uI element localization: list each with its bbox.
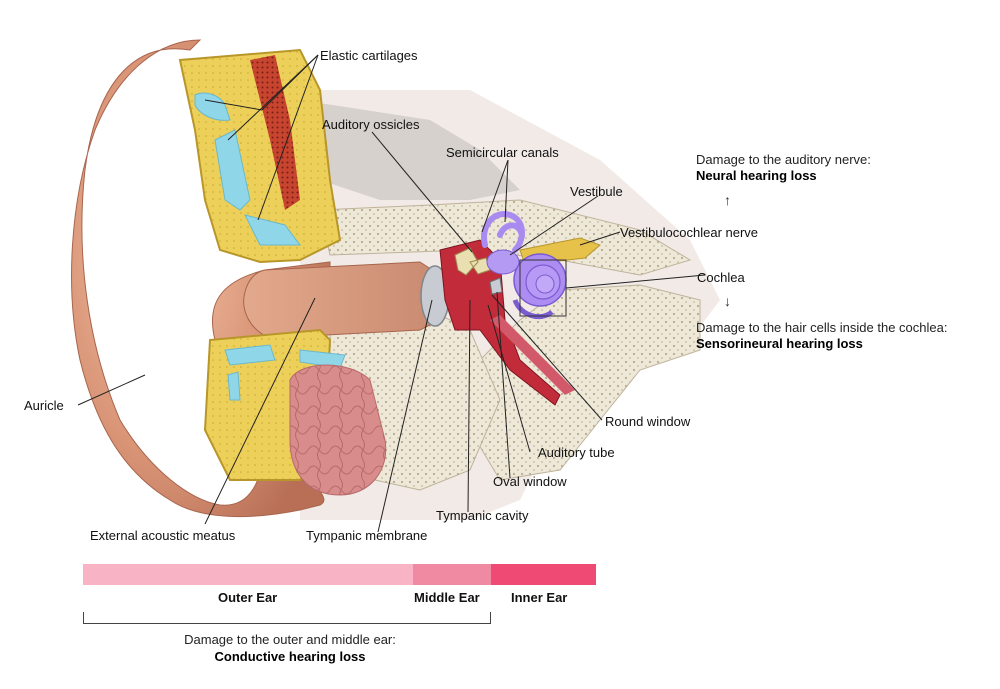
label-vestibule: Vestibule bbox=[570, 184, 623, 199]
label-external-acoustic-meatus: External acoustic meatus bbox=[90, 528, 236, 543]
grey-tissue bbox=[300, 100, 520, 200]
outer-ear-bar bbox=[83, 564, 413, 585]
ossicles-shape bbox=[454, 247, 491, 276]
middle-ear-label: Middle Ear bbox=[414, 590, 480, 605]
label-cochlea: Cochlea bbox=[697, 270, 745, 285]
inner-ear-label: Inner Ear bbox=[511, 590, 568, 605]
label-oval-window: Oval window bbox=[493, 474, 567, 489]
bone-upper bbox=[319, 199, 692, 276]
label-semicircular-canals: Semicircular canals bbox=[446, 145, 559, 160]
leader-lines bbox=[77, 54, 706, 533]
note-conductive-damage: Damage to the outer and middle ear: bbox=[184, 632, 396, 647]
cochlea-shape bbox=[512, 253, 567, 320]
note-conductive-hearing-loss: Conductive hearing loss bbox=[214, 649, 366, 664]
parotid-gland bbox=[289, 364, 387, 496]
outer-middle-bracket bbox=[83, 612, 491, 624]
note-hair-cell-damage: Damage to the hair cells inside the coch… bbox=[696, 320, 948, 335]
label-round-window: Round window bbox=[605, 414, 691, 429]
note-nerve-damage: Damage to the auditory nerve: bbox=[696, 152, 871, 167]
acoustic-meatus bbox=[243, 261, 441, 339]
arrow-up-icon: ↑ bbox=[724, 192, 731, 208]
canal-upper-1 bbox=[194, 92, 231, 121]
note-sensorineural-hearing-loss: Sensorineural hearing loss bbox=[696, 336, 863, 351]
label-elastic-cartilages: Elastic cartilages bbox=[320, 48, 418, 63]
label-auditory-ossicles: Auditory ossicles bbox=[322, 117, 420, 132]
arrow-down-icon: ↓ bbox=[724, 293, 731, 309]
label-auditory-tube: Auditory tube bbox=[538, 445, 615, 460]
oval-window-shape bbox=[489, 277, 503, 295]
label-tympanic-cavity: Tympanic cavity bbox=[436, 508, 529, 523]
inner-ear-bar bbox=[491, 564, 596, 585]
note-neural-hearing-loss: Neural hearing loss bbox=[696, 168, 817, 183]
vestibule-shape bbox=[486, 249, 520, 275]
canal-lower-1 bbox=[224, 344, 276, 366]
upper-cartilage-red bbox=[250, 55, 300, 210]
label-auricle: Auricle bbox=[24, 398, 64, 413]
auditory-tube-shape bbox=[490, 315, 575, 395]
label-tympanic-membrane: Tympanic membrane bbox=[306, 528, 428, 543]
canal-lower-3 bbox=[227, 371, 241, 401]
canal-upper-3 bbox=[244, 214, 301, 246]
label-vestibulocochlear-nerve: Vestibulocochlear nerve bbox=[620, 225, 759, 240]
bone-lower bbox=[469, 284, 701, 481]
middle-ear-bar bbox=[413, 564, 491, 585]
semicircular-canals-shape bbox=[481, 211, 525, 253]
outer-ear-label: Outer Ear bbox=[218, 590, 278, 605]
canal-upper-2 bbox=[214, 129, 251, 211]
